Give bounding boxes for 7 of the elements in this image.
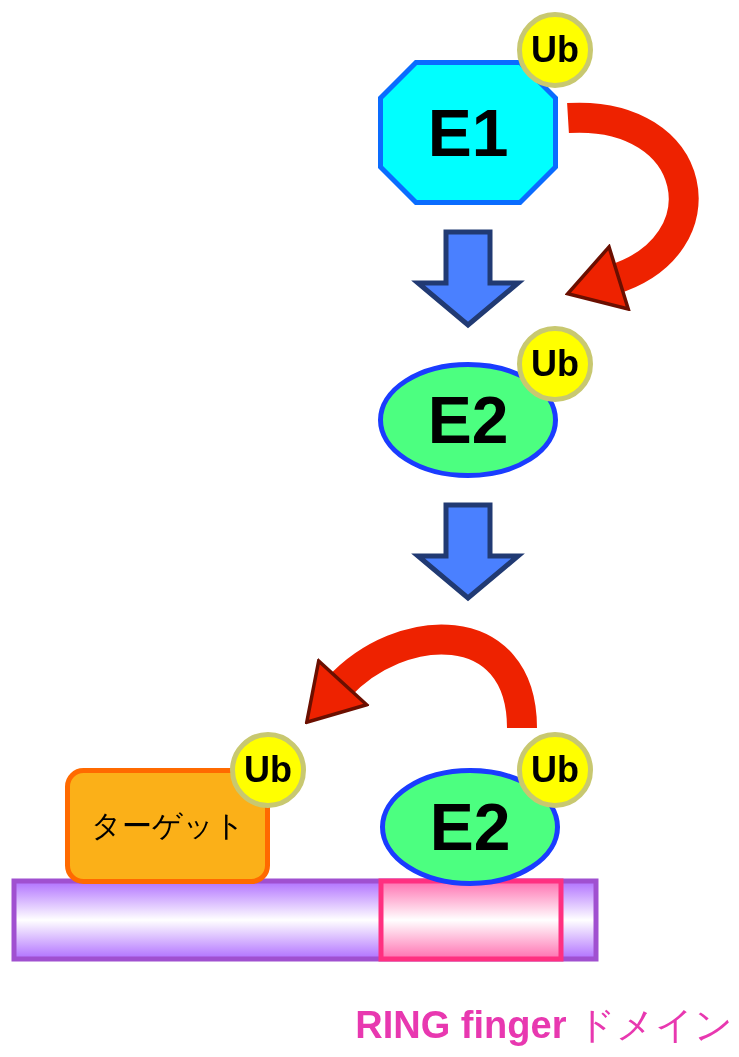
ubiquitin-circle: Ub [517, 326, 593, 402]
block-arrow [411, 502, 525, 602]
domain-label: RING finger ドメイン [355, 1003, 733, 1048]
ubiquitin-circle: Ub [517, 12, 593, 88]
ubiquitin-circle: Ub [230, 732, 306, 808]
ubiquitin-circle: Ub [517, 732, 593, 808]
block-arrow [411, 229, 525, 329]
